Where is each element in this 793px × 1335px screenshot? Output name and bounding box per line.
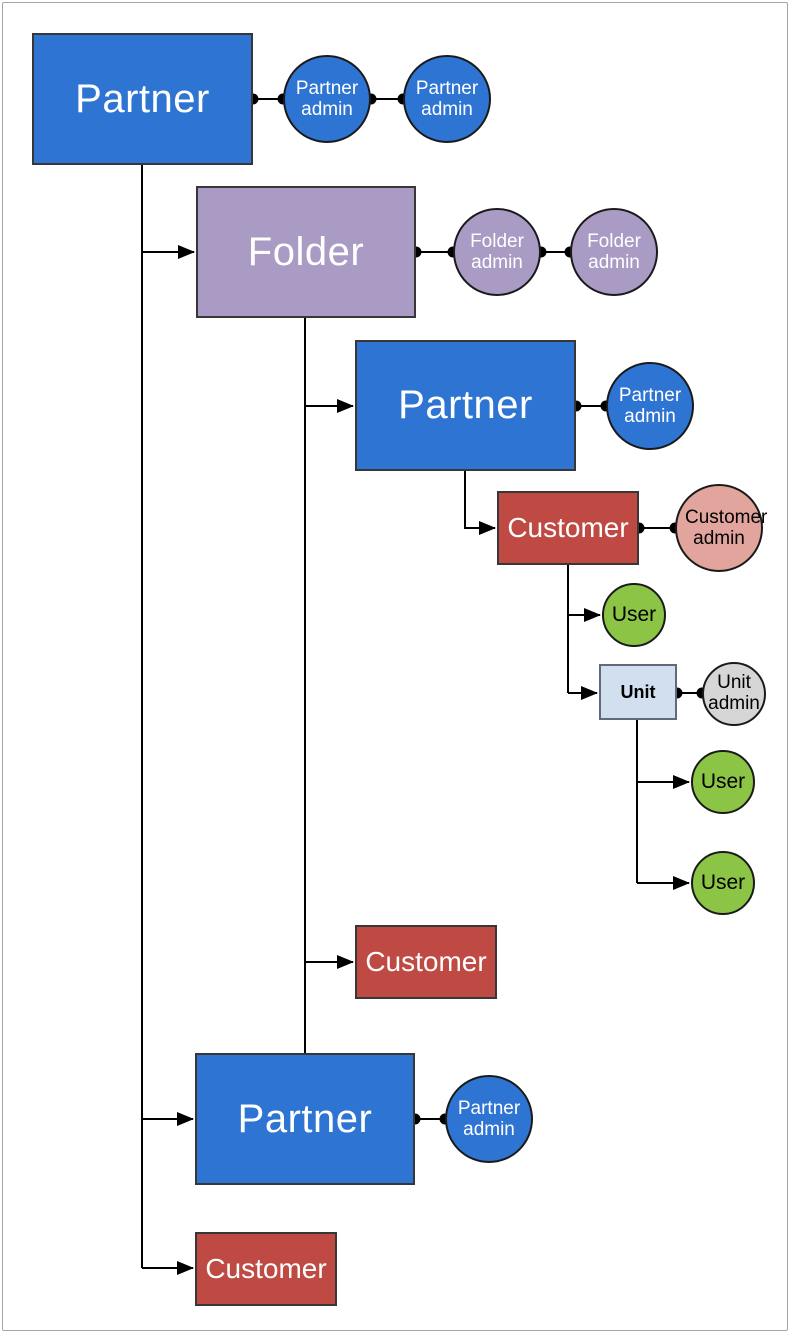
node-partner-root: Partner: [32, 33, 253, 165]
node-label: Folder: [247, 229, 365, 274]
node-customer-2: Customer: [355, 925, 497, 999]
node-partner-admin-3: Partner admin: [445, 1075, 533, 1163]
edge-partner2-customer1: [464, 471, 496, 535]
node-customer-3: Customer: [195, 1232, 337, 1306]
node-label: Unit: [620, 681, 656, 702]
node-label: Partner admin: [457, 1097, 521, 1140]
node-user-2: User: [691, 750, 755, 814]
node-folder-admin-1b: Folder admin: [570, 208, 658, 296]
node-partner-sub: Partner: [355, 340, 576, 471]
node-user-1: User: [602, 583, 666, 647]
node-label: Folder admin: [587, 230, 641, 273]
node-unit-admin: Unit admin: [702, 662, 766, 726]
node-label: User: [611, 603, 657, 627]
node-partner-admin-1b: Partner admin: [403, 55, 491, 143]
node-label: Partner admin: [618, 384, 682, 427]
node-label: Unit admin: [708, 672, 760, 714]
node-folder-admin-1a: Folder admin: [453, 208, 541, 296]
node-partner-bottom: Partner: [195, 1053, 415, 1185]
node-label: Customer: [507, 512, 629, 543]
node-label: Customer: [205, 1253, 327, 1284]
node-label: User: [700, 770, 746, 794]
node-customer-1: Customer: [497, 491, 639, 565]
node-label: Customer admin: [685, 506, 768, 549]
node-partner-admin-1a: Partner admin: [283, 55, 371, 143]
node-unit: Unit: [599, 664, 677, 720]
node-customer-admin: Customer admin: [675, 484, 768, 572]
node-label: Partner admin: [295, 77, 359, 120]
node-label: Partner: [237, 1096, 373, 1141]
node-label: Partner admin: [415, 77, 479, 120]
node-folder: Folder: [196, 186, 416, 318]
node-label: User: [700, 871, 746, 895]
node-label: Partner: [75, 76, 210, 121]
node-label: Partner: [398, 383, 533, 427]
node-label: Folder admin: [470, 230, 524, 273]
node-user-3: User: [691, 851, 755, 915]
node-partner-admin-2: Partner admin: [606, 362, 694, 450]
node-label: Customer: [365, 946, 487, 977]
